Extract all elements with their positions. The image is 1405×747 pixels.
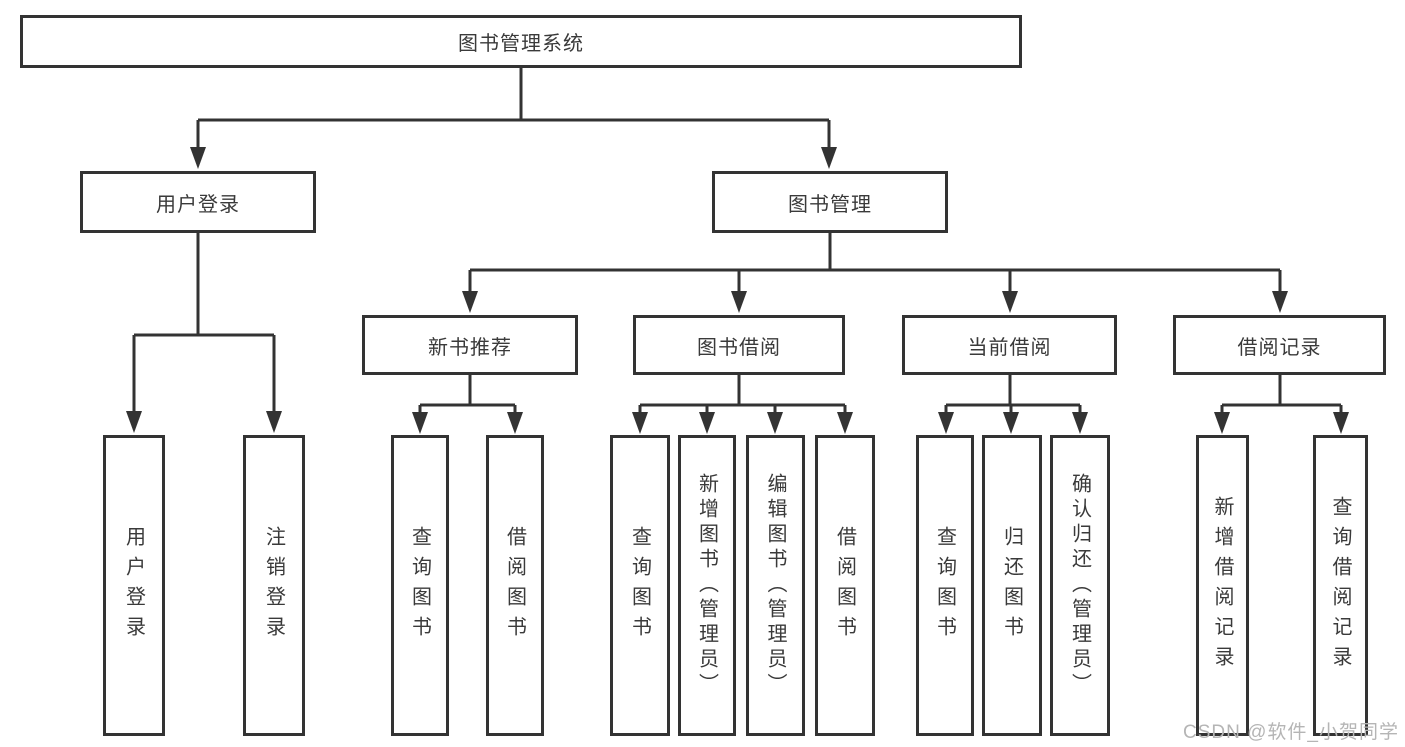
leaf-borrow-books-recommend: 借阅图书 — [486, 435, 544, 736]
leaf-query-books-borrowing-label: 查询图书 — [628, 525, 651, 646]
node-book-management-label: 图书管理 — [788, 193, 872, 216]
node-new-book-recommend-label: 新书推荐 — [428, 336, 512, 359]
leaf-return-books: 归还图书 — [982, 435, 1042, 736]
leaf-query-borrow-record-label: 查询借阅记录 — [1329, 495, 1351, 676]
node-book-borrowing-label: 图书借阅 — [697, 336, 781, 359]
leaf-borrow-books-borrowing: 借阅图书 — [815, 435, 875, 736]
leaf-query-books-current-label: 查询图书 — [933, 525, 956, 646]
node-borrowing-records-label: 借阅记录 — [1237, 336, 1322, 359]
leaf-confirm-return-admin: 确认归还（管理员） — [1050, 435, 1110, 736]
node-borrowing-records: 借阅记录 — [1173, 315, 1386, 375]
node-current-borrowing-label: 当前借阅 — [967, 336, 1052, 359]
node-root-label: 图书管理系统 — [458, 33, 584, 55]
csdn-watermark: CSDN @软件_小贺同学 — [1183, 722, 1399, 743]
leaf-add-borrow-record: 新增借阅记录 — [1196, 435, 1249, 736]
node-user-login: 用户登录 — [80, 171, 316, 233]
node-book-borrowing: 图书借阅 — [633, 315, 845, 375]
leaf-query-books-borrowing: 查询图书 — [610, 435, 670, 736]
leaf-logout-label: 注销登录 — [262, 525, 285, 646]
node-new-book-recommend: 新书推荐 — [362, 315, 578, 375]
leaf-add-books-admin: 新增图书（管理员） — [678, 435, 736, 736]
leaf-user-login: 用户登录 — [103, 435, 165, 736]
leaf-return-books-label: 归还图书 — [1000, 525, 1023, 646]
node-book-management: 图书管理 — [712, 171, 948, 233]
node-root: 图书管理系统 — [20, 15, 1022, 68]
node-current-borrowing: 当前借阅 — [902, 315, 1117, 375]
leaf-edit-books-admin: 编辑图书（管理员） — [746, 435, 805, 736]
leaf-query-books-current: 查询图书 — [916, 435, 974, 736]
leaf-add-books-admin-label: 新增图书（管理员） — [695, 473, 718, 698]
leaf-borrow-books-borrowing-label: 借阅图书 — [833, 525, 856, 646]
leaf-query-books-recommend: 查询图书 — [391, 435, 449, 736]
leaf-logout: 注销登录 — [243, 435, 305, 736]
leaf-confirm-return-admin-label: 确认归还（管理员） — [1068, 473, 1091, 698]
leaf-user-login-label: 用户登录 — [122, 525, 145, 646]
leaf-add-borrow-record-label: 新增借阅记录 — [1211, 495, 1233, 676]
leaf-query-books-recommend-label: 查询图书 — [408, 525, 431, 646]
leaf-edit-books-admin-label: 编辑图书（管理员） — [764, 473, 786, 698]
leaf-borrow-books-recommend-label: 借阅图书 — [503, 525, 526, 646]
node-user-login-label: 用户登录 — [156, 193, 240, 216]
leaf-query-borrow-record: 查询借阅记录 — [1313, 435, 1368, 736]
